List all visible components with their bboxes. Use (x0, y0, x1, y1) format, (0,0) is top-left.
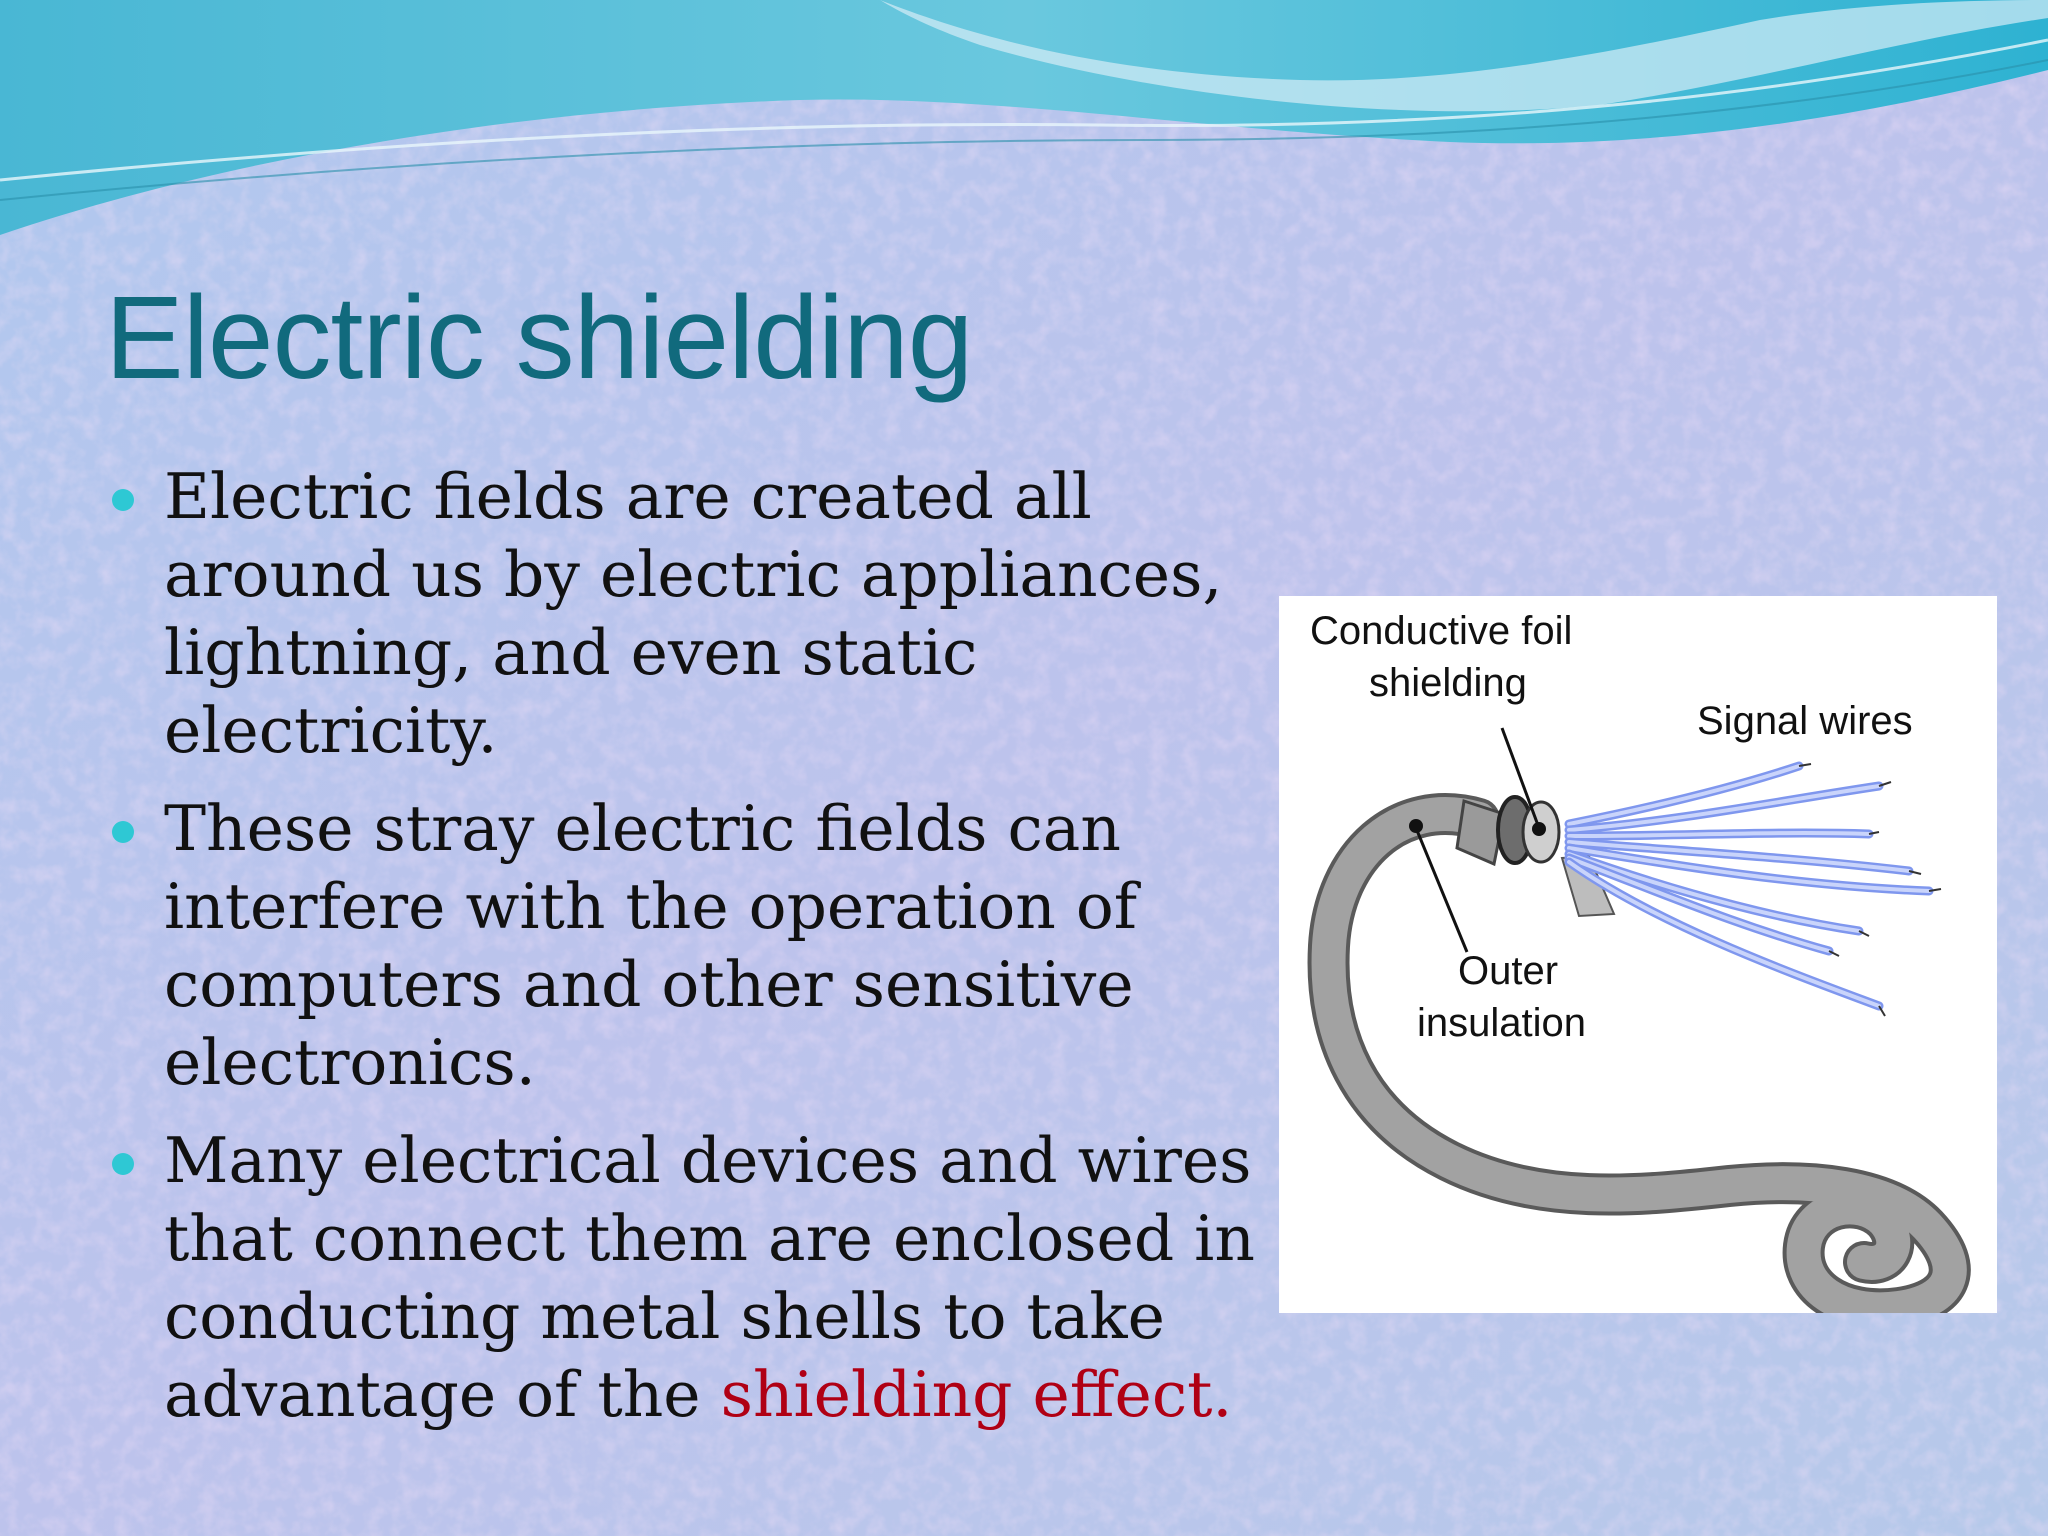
bullet-item: These stray electric fields can interfer… (110, 790, 1310, 1102)
bullet-item: Electric fields are created all around u… (110, 458, 1310, 770)
cable-illustration: Conductive foil shielding Signal wires O… (1307, 609, 1971, 1313)
bullet-text: Many electrical devices and wires that c… (164, 1124, 1255, 1431)
signal-wires (1564, 761, 1934, 1011)
cable-end (1455, 799, 1506, 867)
bullet-dot-icon (112, 489, 134, 511)
wire-tips (1798, 763, 1942, 1017)
bullet-text: Electric fields are created all around u… (164, 460, 1223, 767)
slide-title: Electric shielding (105, 272, 973, 404)
label-insulation: insulation (1417, 1001, 1586, 1045)
outer-pointer-dot (1409, 819, 1423, 833)
label-conductive-foil: Conductive foil (1310, 609, 1572, 653)
outer-leader-line (1414, 827, 1469, 953)
bullet-text: These stray electric fields can interfer… (164, 792, 1138, 1099)
bullet-dot-icon (112, 1153, 134, 1175)
highlight-text: shielding effect. (720, 1358, 1233, 1431)
label-outer: Outer (1458, 949, 1558, 993)
label-shielding: shielding (1369, 661, 1527, 705)
foil-leader-line (1500, 727, 1541, 829)
bullet-list: Electric fields are created all around u… (110, 458, 1310, 1454)
shielded-cable-diagram: Conductive foil shielding Signal wires O… (1279, 596, 1997, 1313)
cable-jacket-fill (1311, 797, 1967, 1313)
bullet-dot-icon (112, 821, 134, 843)
wave-header-decoration (0, 0, 2048, 235)
foil-pointer-dot (1532, 822, 1546, 836)
bullet-item: Many electrical devices and wires that c… (110, 1122, 1310, 1434)
label-signal-wires: Signal wires (1697, 699, 1913, 743)
